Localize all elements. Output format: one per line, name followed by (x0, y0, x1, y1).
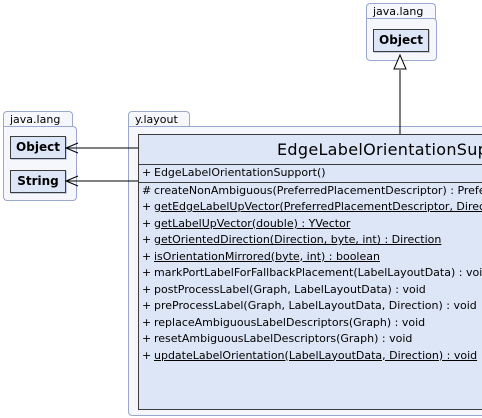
visibility-marker: + (142, 299, 152, 312)
dependency-arrowhead-object (64, 142, 79, 154)
constructor-row[interactable]: +EdgeLabelOrientationSupport() (139, 165, 482, 182)
constructor-section: +EdgeLabelOrientationSupport() (139, 165, 482, 183)
class-name: EdgeLabelOrientationSupport (139, 135, 482, 165)
method-signature: markPortLabelForFallbackPlacement(LabelL… (154, 266, 482, 279)
visibility-marker: + (142, 200, 152, 213)
class-string-left[interactable]: String (10, 170, 66, 193)
method-signature: resetAmbiguousLabelDescriptors(Graph) : … (154, 332, 413, 345)
method-row[interactable]: +getOrientedDirection(Direction, byte, i… (139, 232, 482, 249)
class-object-top[interactable]: Object (373, 29, 429, 52)
package-tab-y-layout: y.layout (128, 111, 190, 127)
method-row[interactable]: +isOrientationMirrored(byte, int) : bool… (139, 249, 482, 266)
visibility-marker: + (142, 282, 152, 296)
method-signature: replaceAmbiguousLabelDescriptors(Graph) … (154, 315, 426, 329)
method-row[interactable]: #createNonAmbiguous(PreferredPlacementDe… (139, 183, 482, 200)
visibility-marker: + (142, 249, 152, 263)
visibility-marker: # (142, 183, 152, 197)
method-row[interactable]: +postProcessLabel(Graph, LabelLayoutData… (139, 282, 482, 299)
constructor-signature: EdgeLabelOrientationSupport() (154, 166, 326, 179)
visibility-marker: + (142, 216, 152, 230)
package-tab-java-lang-left: java.lang (3, 111, 73, 127)
method-signature: updateLabelOrientation(LabelLayoutData, … (154, 348, 478, 362)
visibility-marker: + (142, 233, 152, 246)
method-signature: createNonAmbiguous(PreferredPlacementDes… (154, 183, 482, 197)
method-row[interactable]: +replaceAmbiguousLabelDescriptors(Graph)… (139, 315, 482, 332)
method-signature: preProcessLabel(Graph, LabelLayoutData, … (154, 299, 477, 312)
inheritance-arrowhead (393, 53, 407, 70)
dependency-arrowhead-string (64, 175, 79, 187)
method-signature: isOrientationMirrored(byte, int) : boole… (154, 249, 380, 263)
method-signature: getLabelUpVector(double) : YVector (154, 216, 351, 230)
visibility-marker: + (142, 166, 152, 179)
class-object-left[interactable]: Object (10, 136, 66, 159)
class-edge-label-orientation-support[interactable]: EdgeLabelOrientationSupport +EdgeLabelOr… (138, 134, 482, 410)
method-signature: getEdgeLabelUpVector(PreferredPlacementD… (154, 200, 482, 213)
visibility-marker: + (142, 332, 152, 345)
method-row[interactable]: +updateLabelOrientation(LabelLayoutData,… (139, 348, 482, 365)
visibility-marker: + (142, 266, 152, 279)
package-tab-java-lang-top: java.lang (366, 3, 436, 19)
method-row[interactable]: +getLabelUpVector(double) : YVector (139, 216, 482, 233)
method-row[interactable]: +getEdgeLabelUpVector(PreferredPlacement… (139, 199, 482, 216)
method-list: #createNonAmbiguous(PreferredPlacementDe… (139, 183, 482, 365)
method-row[interactable]: +resetAmbiguousLabelDescriptors(Graph) :… (139, 331, 482, 348)
method-signature: getOrientedDirection(Direction, byte, in… (154, 233, 442, 246)
visibility-marker: + (142, 348, 152, 362)
method-signature: postProcessLabel(Graph, LabelLayoutData)… (154, 282, 426, 296)
method-row[interactable]: +preProcessLabel(Graph, LabelLayoutData,… (139, 298, 482, 315)
visibility-marker: + (142, 315, 152, 329)
method-row[interactable]: +markPortLabelForFallbackPlacement(Label… (139, 265, 482, 282)
